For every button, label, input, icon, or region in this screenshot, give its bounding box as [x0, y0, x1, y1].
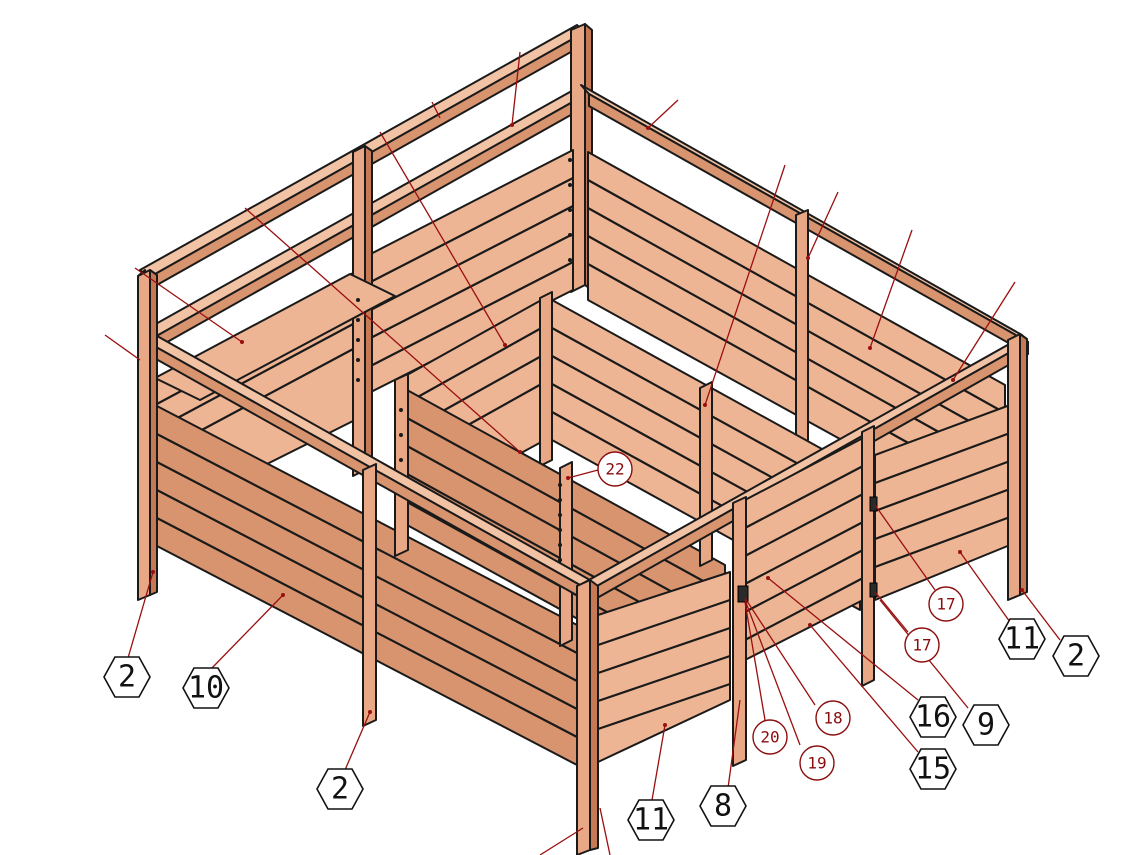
hex-callout-8: 8 — [699, 785, 747, 827]
svg-text:11: 11 — [1004, 622, 1040, 657]
hex-callout-2-right: 2 — [1052, 635, 1100, 677]
circle-callout-22: 22 — [597, 451, 633, 487]
hex-callout-16: 16 — [909, 696, 957, 738]
hex-callout-9: 9 — [962, 704, 1010, 746]
hex-callout-11-front: 11 — [627, 799, 675, 841]
svg-text:9: 9 — [977, 708, 995, 743]
front-right-wall — [597, 571, 731, 763]
circle-callout-20: 20 — [752, 719, 788, 755]
hex-callout-2-left: 2 — [103, 656, 151, 698]
svg-text:8: 8 — [714, 789, 732, 824]
svg-text:16: 16 — [915, 700, 951, 735]
svg-text:19: 19 — [807, 754, 826, 773]
hex-callout-10: 10 — [182, 667, 230, 709]
hex-callout-15: 15 — [909, 748, 957, 790]
bolt-column — [356, 158, 572, 562]
circle-callout-17-lower: 17 — [904, 627, 940, 663]
svg-text:17: 17 — [912, 636, 931, 655]
leader-lines — [104, 51, 1061, 855]
svg-text:15: 15 — [915, 752, 951, 787]
svg-text:2: 2 — [331, 772, 349, 807]
svg-text:17: 17 — [936, 595, 955, 614]
svg-text:10: 10 — [188, 671, 224, 706]
circle-callout-19: 19 — [799, 745, 835, 781]
hex-callout-11-right: 11 — [998, 618, 1046, 660]
svg-text:2: 2 — [1067, 639, 1085, 674]
gate — [732, 425, 878, 767]
svg-text:18: 18 — [823, 709, 842, 728]
back-right-wall — [587, 151, 1006, 531]
hex-callout-2-center: 2 — [316, 768, 364, 810]
corner-posts — [137, 269, 1028, 855]
back-frame — [139, 23, 1029, 355]
svg-text:22: 22 — [605, 460, 624, 479]
svg-text:11: 11 — [633, 803, 669, 838]
circle-callout-18: 18 — [815, 700, 851, 736]
svg-text:20: 20 — [760, 728, 779, 747]
circle-callout-17-upper: 17 — [928, 586, 964, 622]
svg-text:2: 2 — [118, 660, 136, 695]
